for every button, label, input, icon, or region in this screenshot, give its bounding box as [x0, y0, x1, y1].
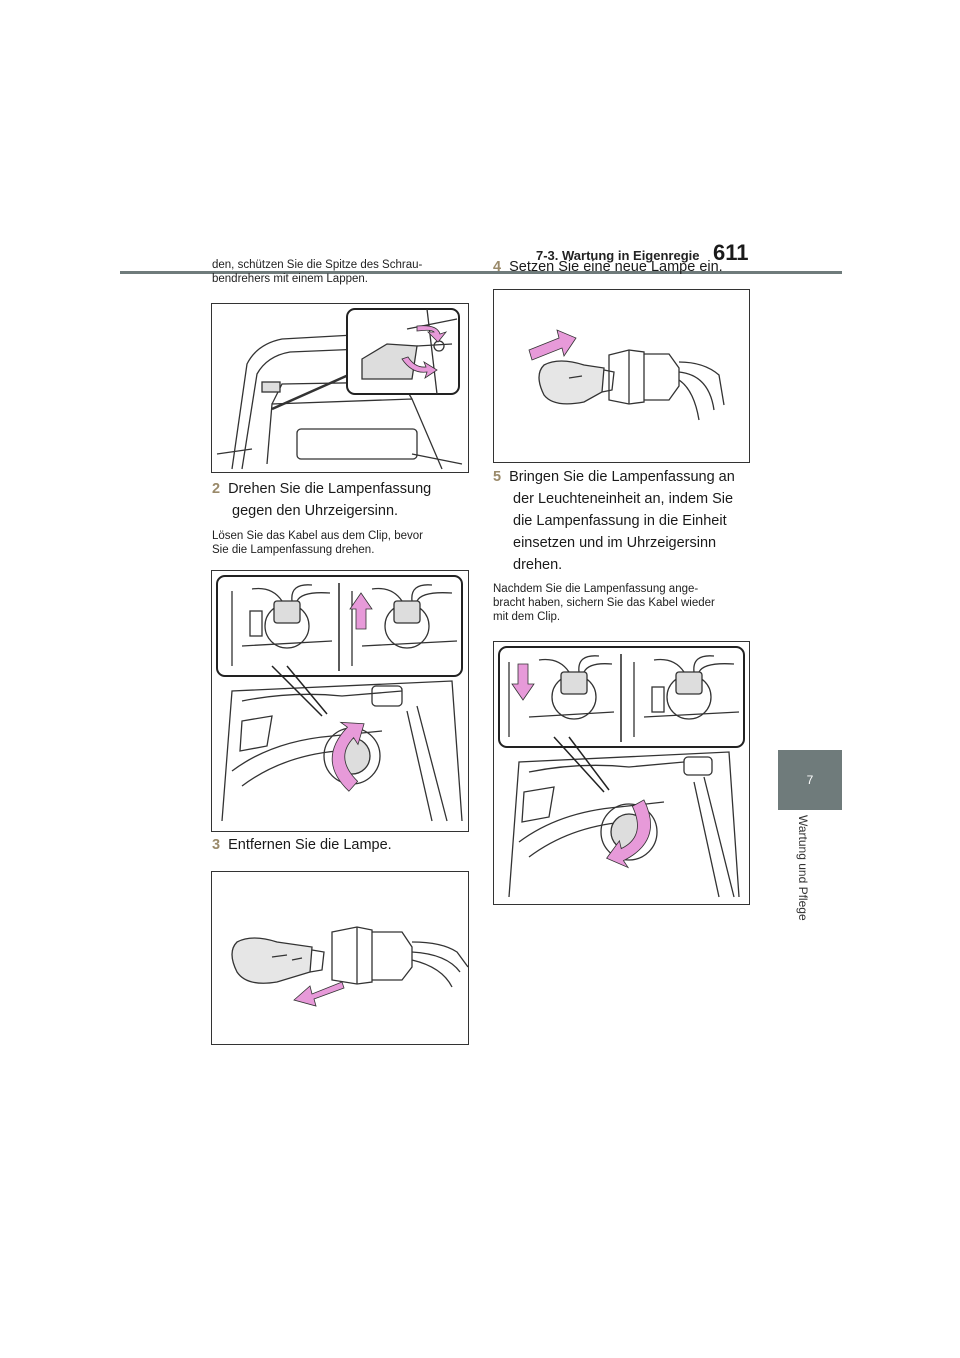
bulb-insertion-illustration [528, 329, 725, 421]
figure-insert-new-bulb [493, 289, 750, 463]
bulb-removal-illustration [231, 926, 468, 1007]
socket-install-illustration [498, 646, 745, 898]
socket-removal-illustration [216, 575, 463, 822]
page-number: 611 [713, 240, 749, 265]
header-rule [120, 271, 842, 274]
figure-remove-bulb [211, 871, 469, 1045]
intro-text: den, schützen Sie die Spitze des Schrau-… [212, 259, 423, 285]
tailgate-illustration [216, 308, 463, 470]
chapter-number: 7 [806, 773, 814, 787]
figure-tailgate-screwdriver [211, 303, 469, 473]
chapter-label: Wartung und Pflege [796, 815, 810, 921]
section-title: 7-3. Wartung in Eigenregie [536, 248, 700, 263]
step-5-note: Nachdem Sie die Lampenfassung ange- brac… [493, 583, 715, 623]
figure-turn-socket-counterclockwise [211, 570, 469, 832]
chapter-tab [778, 750, 842, 810]
step-2-note: Lösen Sie das Kabel aus dem Clip, bevor … [212, 530, 423, 556]
figure-install-socket-clockwise [493, 641, 750, 905]
